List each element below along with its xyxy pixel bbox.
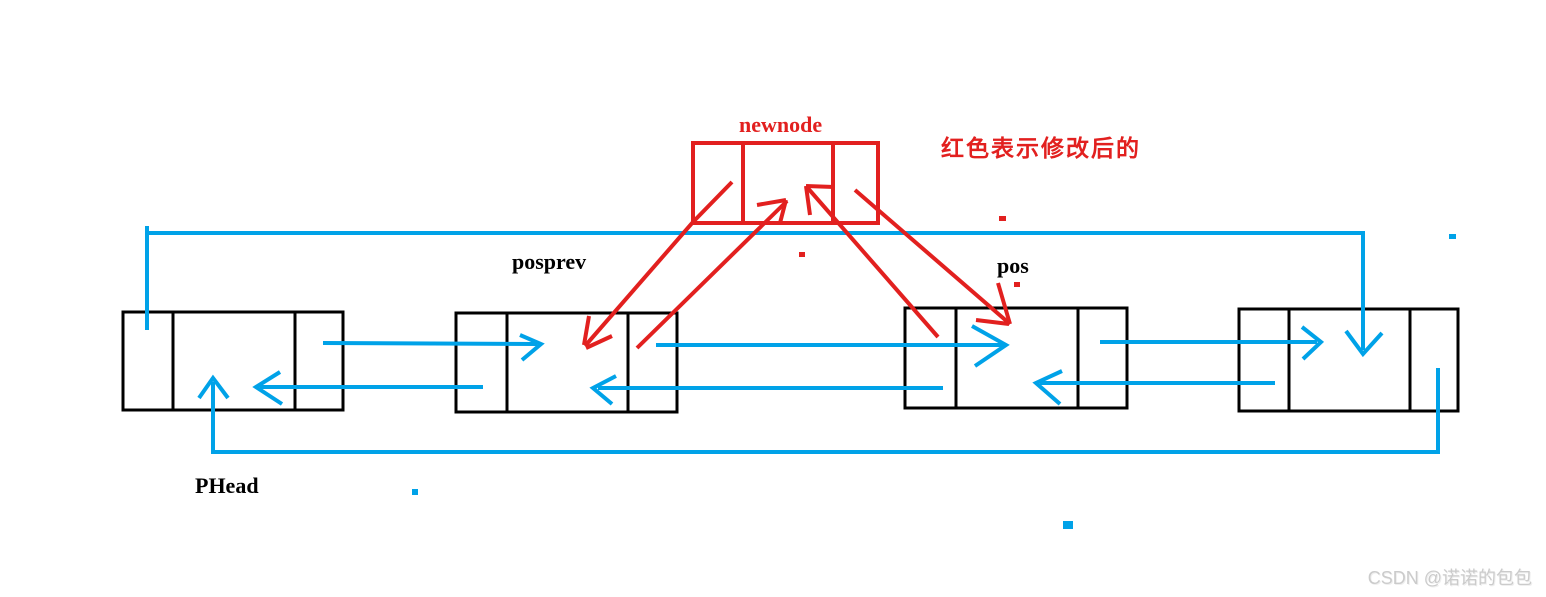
red-link-newnode-next-to-pos (853, 188, 1012, 326)
csdn-watermark: CSDN @诺诺的包包 (1367, 568, 1532, 588)
link-posprev-prev-to-head (252, 370, 483, 406)
node-box-tail (1237, 307, 1460, 413)
pos-label: pos (997, 253, 1029, 278)
red-link-posprev-next-to-newnode (635, 198, 789, 350)
red-note-label: 红色表示修改后的 (941, 136, 1141, 161)
link-tail-next-to-head-bottom-loop (197, 368, 1440, 454)
posprev-label: posprev (512, 249, 587, 274)
link-head-next-to-posprev (322, 333, 545, 362)
red-speck-1 (799, 252, 805, 257)
newnode-label: newnode (739, 112, 823, 137)
blue-speck-bottom-left (412, 489, 418, 495)
blue-speck-bottom-center (1063, 521, 1073, 529)
link-tail-prev-to-pos (1032, 369, 1275, 406)
red-link-newnode-prev-to-posprev (582, 180, 734, 350)
red-speck-2 (999, 216, 1006, 221)
phead-label: PHead (195, 473, 259, 498)
link-posprev-next-to-pos (656, 324, 1010, 368)
node-box-posprev (454, 311, 679, 414)
link-pos-next-to-tail (1100, 325, 1325, 361)
node-box-head (121, 310, 345, 412)
red-speck-3 (1014, 282, 1020, 287)
blue-speck-top-right (1449, 234, 1456, 239)
node-box-pos (903, 306, 1129, 410)
link-pos-prev-to-posprev (589, 374, 943, 406)
link-head-prev-to-tail-top-loop (145, 226, 1384, 358)
red-link-pos-prev-to-newnode (804, 184, 940, 339)
node-box-newnode (691, 141, 880, 225)
